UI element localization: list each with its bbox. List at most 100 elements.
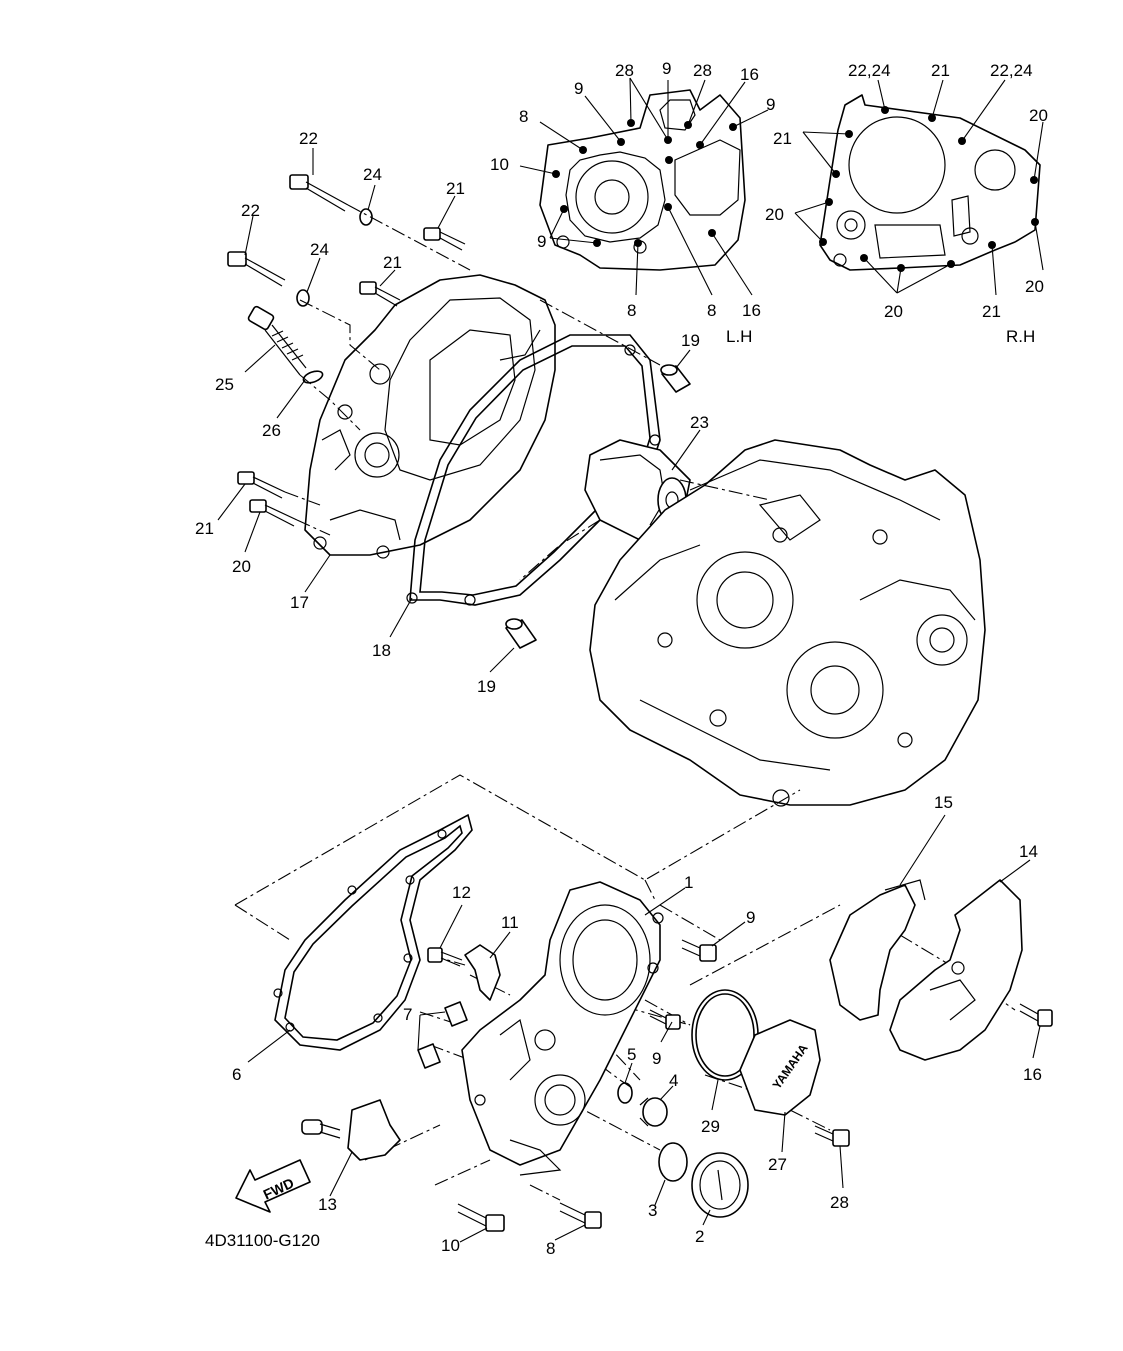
lh-callout-10: 10 bbox=[490, 155, 509, 174]
inset-left-hand-cover-diagram bbox=[519, 77, 769, 296]
bolt-16 bbox=[1019, 1003, 1053, 1027]
callout-12: 12 bbox=[452, 883, 471, 902]
callout-5: 5 bbox=[627, 1045, 636, 1064]
bolt-22-lower bbox=[227, 251, 286, 287]
bolt-22-upper bbox=[289, 174, 349, 212]
bolt-9-lower bbox=[649, 1009, 681, 1030]
bracket-13 bbox=[301, 1099, 401, 1161]
bolt-12 bbox=[427, 947, 463, 967]
rh-callout-20: 20 bbox=[1025, 277, 1044, 296]
callout-26: 26 bbox=[262, 421, 281, 440]
bolt-8 bbox=[559, 1202, 602, 1229]
bolt-21-mid bbox=[359, 281, 401, 307]
assembly-lines-upper bbox=[284, 204, 771, 581]
callout-10: 10 bbox=[441, 1236, 460, 1255]
bolt-21-left bbox=[237, 471, 286, 499]
lh-callout-9: 9 bbox=[662, 59, 671, 78]
callout-25: 25 bbox=[215, 375, 234, 394]
dowel-pin-7-upper bbox=[444, 1001, 468, 1027]
washer-24-lower bbox=[296, 289, 310, 307]
callout-17: 17 bbox=[290, 593, 309, 612]
o-ring-3 bbox=[658, 1142, 688, 1182]
bolt-28 bbox=[814, 1125, 850, 1147]
callout-21: 21 bbox=[446, 179, 465, 198]
lh-callout-16: 16 bbox=[742, 301, 761, 320]
generator-cover bbox=[461, 881, 664, 1176]
inset-right-hand-crankcase-diagram bbox=[794, 79, 1044, 296]
dowel-pin-lower bbox=[505, 618, 537, 649]
callout-18: 18 bbox=[372, 641, 391, 660]
o-ring-filler bbox=[302, 370, 324, 384]
rh-callout-22-24: 22,24 bbox=[990, 61, 1033, 80]
sprocket-cover bbox=[889, 879, 1023, 1061]
callout-1: 1 bbox=[684, 873, 693, 892]
callout-9: 9 bbox=[652, 1049, 661, 1068]
bolt-21-upper bbox=[423, 227, 466, 251]
callout-19: 19 bbox=[681, 331, 700, 350]
rh-side-label: R.H bbox=[1006, 327, 1035, 346]
oil-filler-plug bbox=[247, 305, 307, 376]
rh-callout-20: 20 bbox=[884, 302, 903, 321]
callout-20: 20 bbox=[232, 557, 251, 576]
wire-clamp bbox=[464, 944, 501, 1001]
rh-callout-21: 21 bbox=[773, 129, 792, 148]
drawing-code: 4D31100-G120 bbox=[205, 1231, 320, 1250]
generator-cover-gasket bbox=[273, 813, 473, 1051]
callout-16: 16 bbox=[1023, 1065, 1042, 1084]
plug-4 bbox=[639, 1097, 668, 1127]
callout-labels: 22 24 21 22 24 21 25 26 21 20 17 18 19 1… bbox=[195, 59, 1048, 1258]
leader-lines bbox=[217, 148, 1041, 1243]
lh-callout-9: 9 bbox=[537, 232, 546, 251]
bolt-20-left bbox=[249, 499, 298, 527]
callout-6: 6 bbox=[232, 1065, 241, 1084]
callout-21: 21 bbox=[383, 253, 402, 272]
callout-7: 7 bbox=[403, 1005, 412, 1024]
dowel-pin-upper bbox=[660, 364, 691, 393]
bolt-10 bbox=[457, 1203, 505, 1232]
rh-callout-21: 21 bbox=[982, 302, 1001, 321]
lh-callout-28: 28 bbox=[615, 61, 634, 80]
callout-15: 15 bbox=[934, 793, 953, 812]
callout-23: 23 bbox=[690, 413, 709, 432]
callout-3: 3 bbox=[648, 1201, 657, 1220]
lh-callout-16: 16 bbox=[740, 65, 759, 84]
lh-callout-8: 8 bbox=[627, 301, 636, 320]
rh-callout-20: 20 bbox=[765, 205, 784, 224]
callout-2: 2 bbox=[695, 1227, 704, 1246]
lh-callout-9: 9 bbox=[574, 79, 583, 98]
callout-9: 9 bbox=[746, 908, 755, 927]
callout-13: 13 bbox=[318, 1195, 337, 1214]
callout-24: 24 bbox=[363, 165, 382, 184]
callout-8: 8 bbox=[546, 1239, 555, 1258]
washer-24-upper bbox=[359, 208, 373, 226]
rh-callout-22-24: 22,24 bbox=[848, 61, 891, 80]
callout-11: 11 bbox=[501, 913, 519, 932]
callout-22: 22 bbox=[241, 201, 260, 220]
bolt-9-upper bbox=[681, 939, 717, 962]
rh-callout-20: 20 bbox=[1029, 106, 1048, 125]
o-ring-5 bbox=[617, 1082, 633, 1104]
callout-27: 27 bbox=[768, 1155, 787, 1174]
engine-crankcase-assembly bbox=[589, 439, 986, 807]
chain-guide bbox=[829, 879, 926, 1021]
rh-callout-21: 21 bbox=[931, 61, 950, 80]
callout-4: 4 bbox=[669, 1071, 678, 1090]
lh-callout-8: 8 bbox=[707, 301, 716, 320]
lh-side-label: L.H bbox=[726, 327, 752, 346]
forward-direction-arrow: FWD bbox=[235, 1159, 311, 1213]
oil-filter-cover: YAMAHA bbox=[739, 1019, 821, 1116]
crankcase-cover-left bbox=[304, 274, 556, 559]
callout-28: 28 bbox=[830, 1193, 849, 1212]
callout-29: 29 bbox=[701, 1117, 720, 1136]
callout-14: 14 bbox=[1019, 842, 1038, 861]
callout-22: 22 bbox=[299, 129, 318, 148]
lh-callout-28: 28 bbox=[693, 61, 712, 80]
lh-callout-9: 9 bbox=[766, 95, 775, 114]
dowel-pin-7-lower bbox=[417, 1043, 441, 1069]
crankcase-cover-gasket bbox=[406, 334, 661, 606]
lh-callout-8: 8 bbox=[519, 107, 528, 126]
callout-24: 24 bbox=[310, 240, 329, 259]
callout-21: 21 bbox=[195, 519, 214, 538]
callout-19: 19 bbox=[477, 677, 496, 696]
